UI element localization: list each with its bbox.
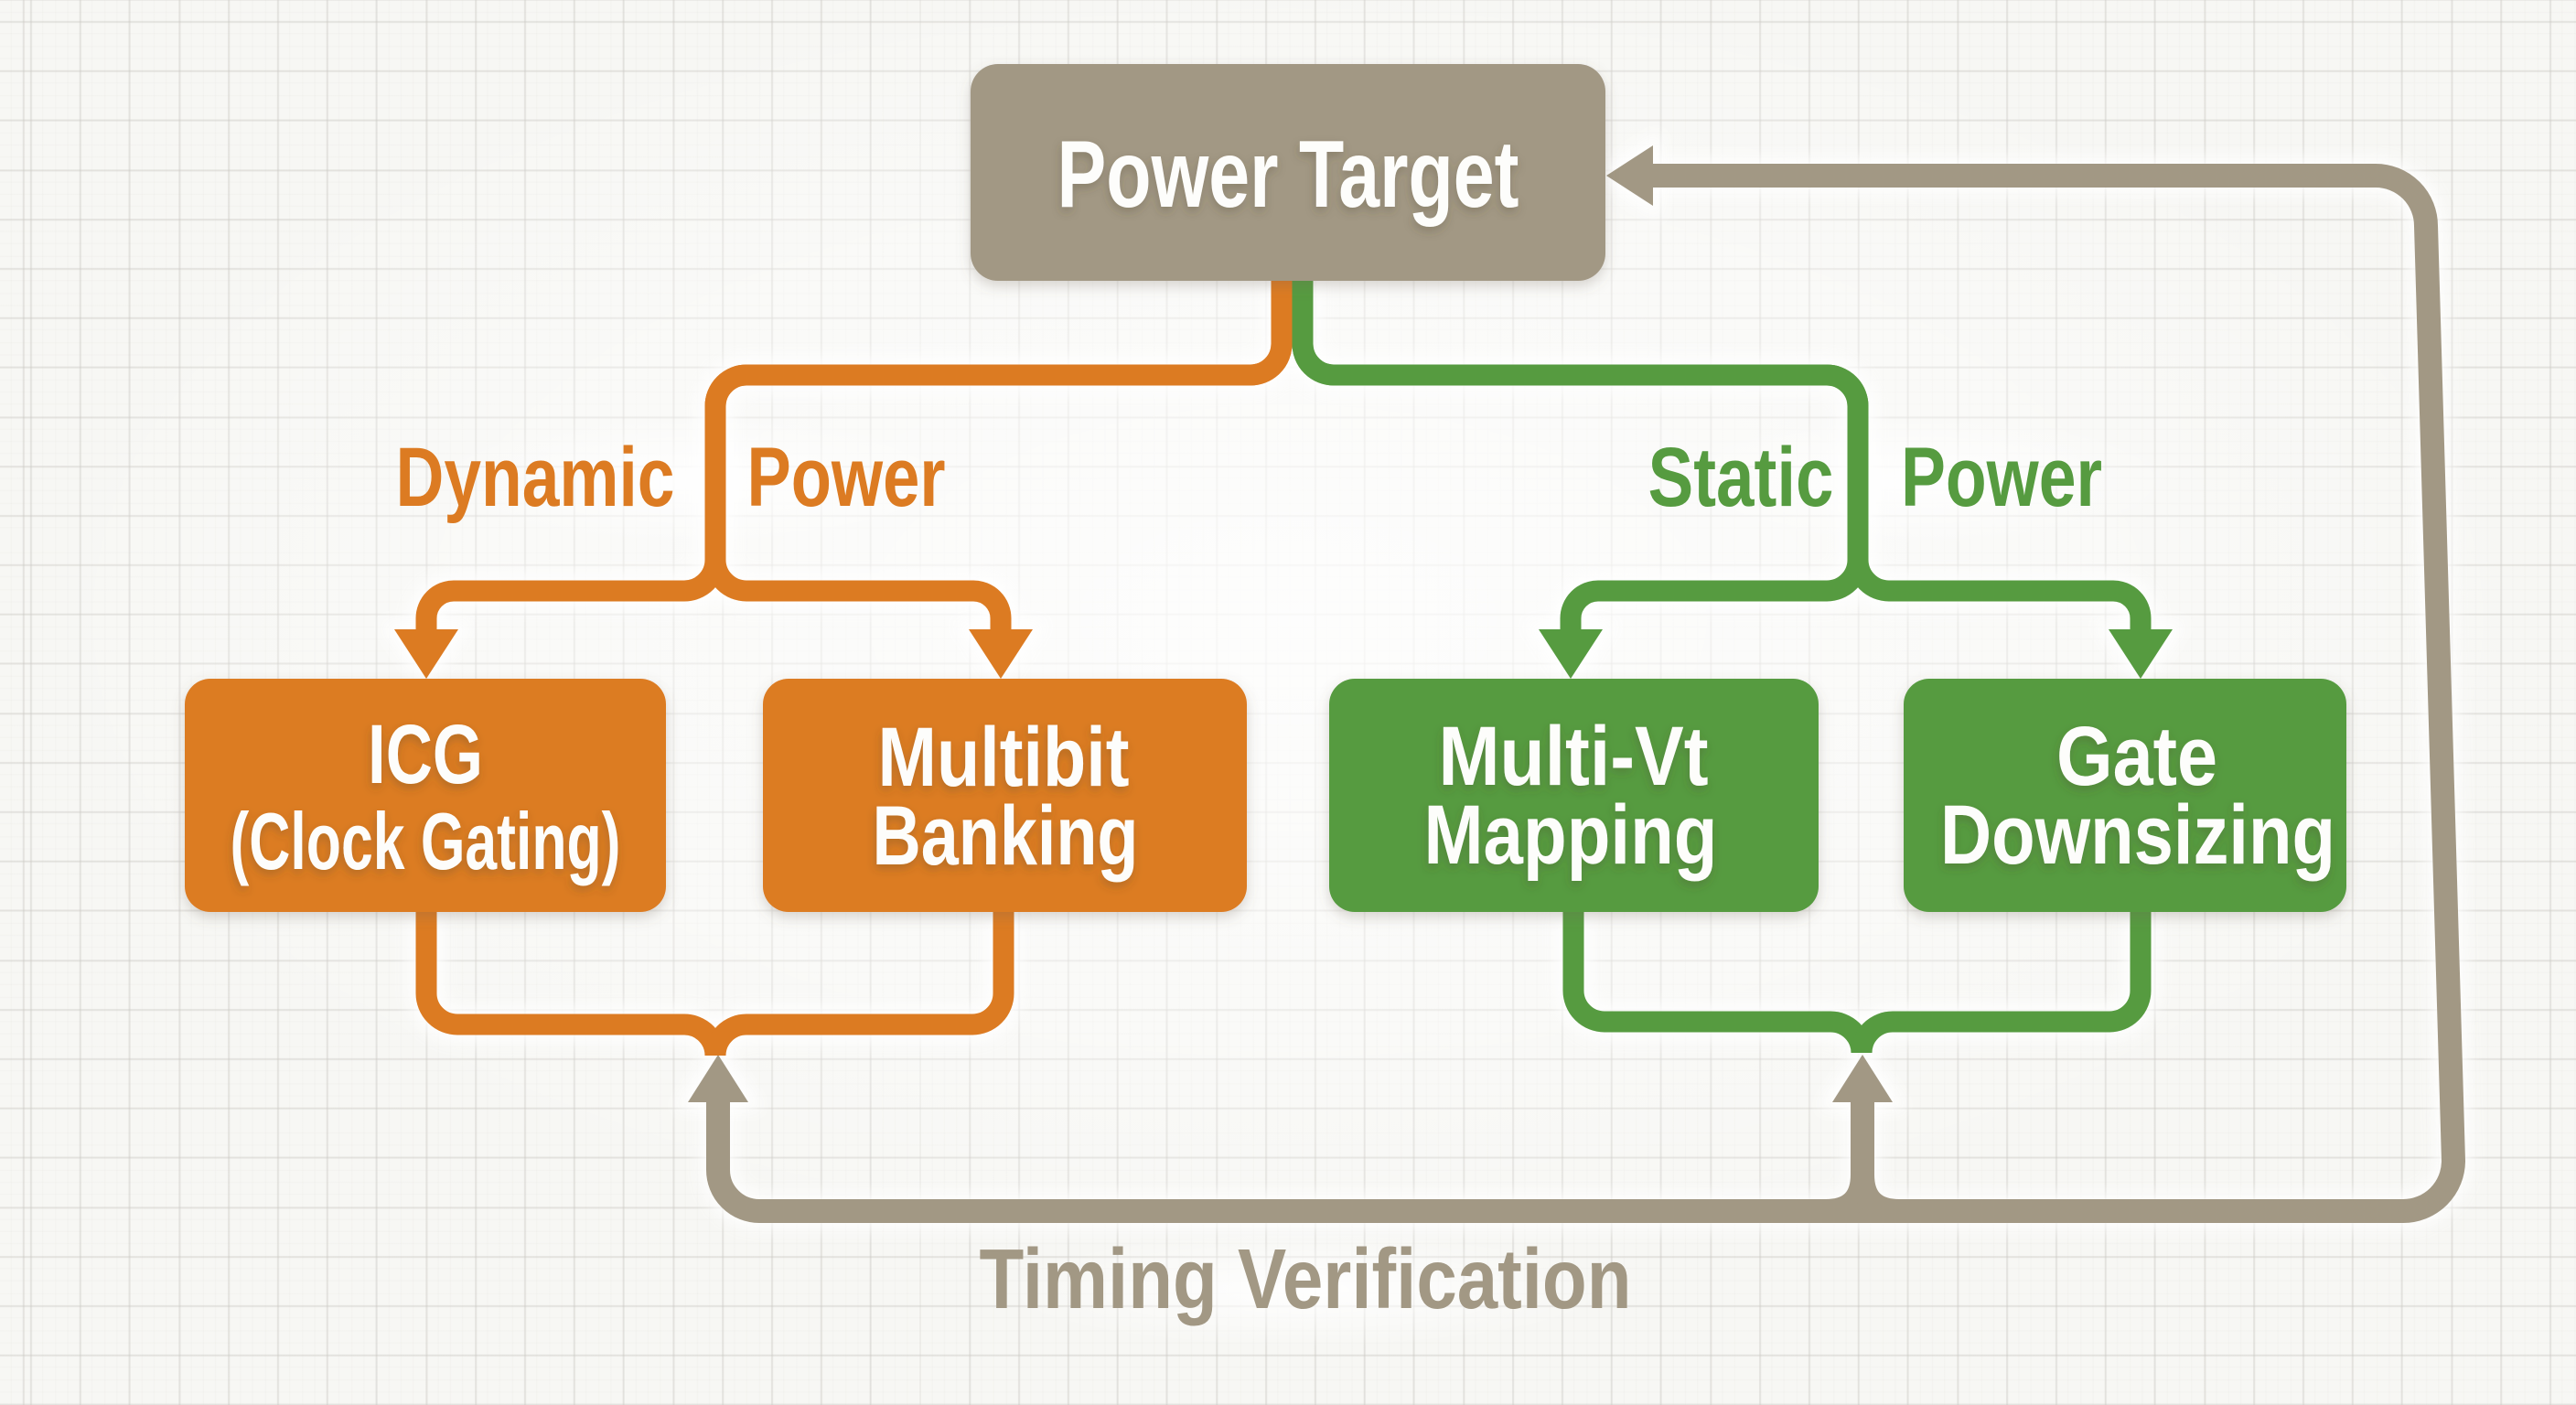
svg-text:Power: Power — [1901, 431, 2102, 524]
svg-text:Gate: Gate — [2056, 710, 2217, 803]
svg-text:Multibit: Multibit — [878, 711, 1130, 804]
svg-text:Banking: Banking — [873, 789, 1139, 883]
svg-text:(Clock Gating): (Clock Gating) — [231, 796, 621, 886]
svg-text:Dynamic: Dynamic — [396, 431, 675, 524]
svg-text:Power Target: Power Target — [1057, 122, 1519, 228]
svg-text:ICG: ICG — [368, 708, 483, 801]
svg-text:Static: Static — [1648, 431, 1834, 524]
svg-text:Power: Power — [747, 431, 946, 524]
svg-text:Timing Verification: Timing Verification — [980, 1231, 1632, 1326]
svg-text:Multi-Vt: Multi-Vt — [1439, 710, 1709, 803]
svg-text:Downsizing: Downsizing — [1940, 788, 2335, 882]
svg-text:Mapping: Mapping — [1424, 788, 1718, 882]
